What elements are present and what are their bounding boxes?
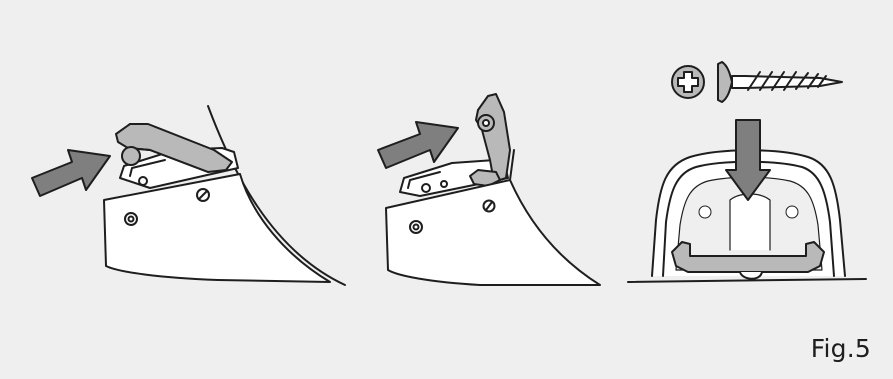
screw-hole	[409, 220, 423, 234]
screw-head-icon	[671, 65, 705, 99]
device-body	[385, 179, 601, 286]
arrow-icon	[31, 149, 111, 197]
arrow-icon	[725, 119, 771, 201]
screw-hole	[124, 212, 138, 226]
arrow-icon	[377, 121, 459, 169]
wall-curve	[207, 105, 346, 286]
panel-step-3	[627, 61, 867, 283]
screw-icon	[717, 61, 843, 103]
latch-part	[115, 123, 233, 173]
latch-part	[469, 93, 511, 187]
figure-label: Fig.5	[810, 334, 871, 363]
floor-line	[627, 278, 867, 283]
device-body	[103, 173, 331, 283]
latch-part	[671, 241, 825, 280]
panel-step-1	[31, 105, 346, 286]
panel-step-2	[377, 93, 601, 286]
screw-slot	[196, 188, 210, 202]
screw-slot	[482, 199, 496, 213]
